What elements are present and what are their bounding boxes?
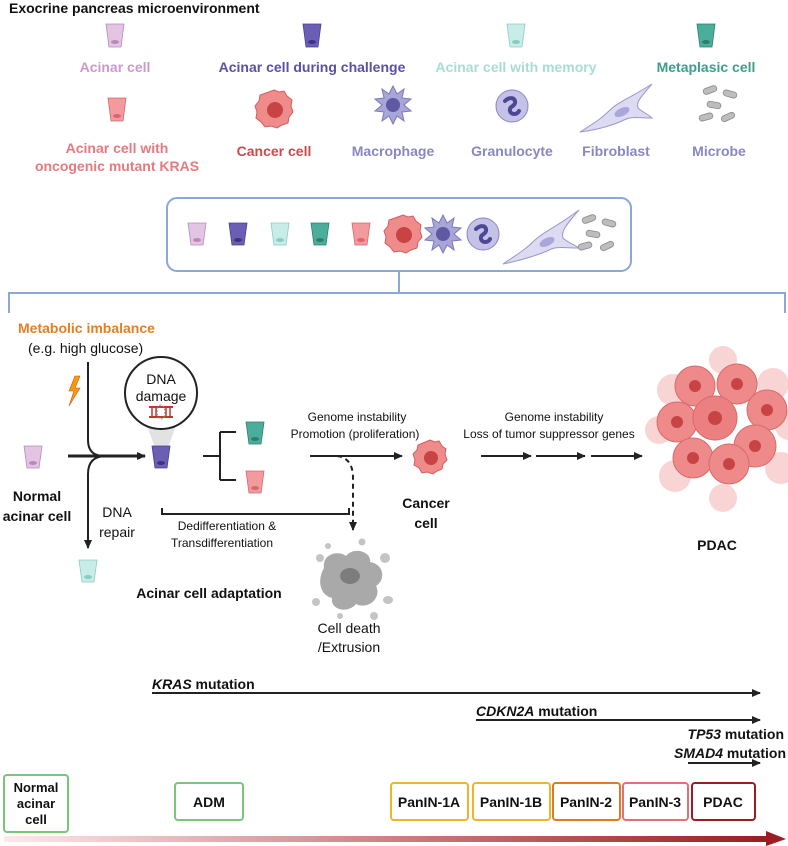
dying-cell-icon bbox=[312, 538, 393, 620]
dna-damage-label-1: DNA bbox=[146, 371, 176, 387]
progression-bar bbox=[4, 831, 786, 846]
dna-damage-label-2: damage bbox=[136, 388, 187, 404]
legend-granulocyte-icon bbox=[495, 89, 529, 123]
legend-fibroblast-icon bbox=[579, 83, 654, 133]
genome-instability-2a: Genome instability bbox=[505, 410, 604, 424]
genome-instability-1a: Genome instability bbox=[308, 410, 407, 424]
pdac-label: PDAC bbox=[697, 537, 737, 553]
dna-icon bbox=[149, 404, 173, 420]
svg-text:PanIN-3: PanIN-3 bbox=[629, 794, 681, 810]
svg-text:PDAC: PDAC bbox=[703, 794, 743, 810]
legend-fibroblast-label: Fibroblast bbox=[582, 143, 650, 159]
stage-panin-1a: PanIN-1A bbox=[390, 782, 469, 821]
legend-microbe-label: Microbe bbox=[692, 143, 746, 159]
stage-panin-3: PanIN-3 bbox=[622, 782, 689, 821]
lightning-icon bbox=[68, 375, 81, 407]
normal-acinar-label-2: acinar cell bbox=[3, 508, 72, 524]
process-cancer-cell-icon bbox=[412, 439, 448, 475]
dna-damage-bubble bbox=[124, 356, 198, 430]
dna-repair-label-1: DNA bbox=[102, 504, 132, 520]
stage-panin-1b: PanIN-1B bbox=[472, 782, 551, 821]
mutation-timeline: KRAS mutation CDKN2A mutation TP53 mutat… bbox=[152, 676, 786, 767]
legend-kras-label-2: oncogenic mutant KRAS bbox=[35, 158, 199, 174]
legend-macrophage-label: Macrophage bbox=[352, 143, 435, 159]
stage-pdac: PDAC bbox=[691, 782, 756, 821]
legend-challenge-icon bbox=[302, 23, 322, 48]
svg-text:PanIN-2: PanIN-2 bbox=[560, 794, 612, 810]
legend-memory-icon bbox=[506, 23, 526, 48]
cell-death-label-2: /Extrusion bbox=[318, 639, 380, 655]
dediff-label-1: Dedifferentiation & bbox=[178, 519, 277, 533]
cancer-cell-label-1: Cancer bbox=[402, 495, 450, 511]
stage-panin-2: PanIN-2 bbox=[552, 782, 621, 821]
stage-adm: ADM bbox=[174, 782, 244, 821]
legend-metaplasic-icon bbox=[696, 23, 716, 48]
legend-challenge-label: Acinar cell during challenge bbox=[219, 59, 406, 75]
stage-normal: Normal acinar cell bbox=[3, 774, 69, 833]
dna-repair-label-2: repair bbox=[99, 524, 135, 540]
dna-repair-arrow bbox=[84, 455, 107, 549]
svg-text:ADM: ADM bbox=[193, 794, 225, 810]
mutation-kras-label: KRAS mutation bbox=[152, 676, 255, 692]
genome-instability-2b: Loss of tumor suppressor genes bbox=[463, 427, 634, 441]
svg-text:acinar: acinar bbox=[17, 796, 55, 811]
metabolic-arrow bbox=[87, 362, 105, 457]
diagram-title: Exocrine pancreas microenvironment bbox=[9, 0, 260, 16]
legend-cancer-icon bbox=[254, 89, 294, 129]
legend-macrophage-icon bbox=[373, 84, 413, 126]
stage-row: Normal acinar cell ADM PanIN-1A PanIN-1B… bbox=[3, 774, 756, 833]
legend-cancer-label: Cancer cell bbox=[237, 143, 312, 159]
mutation-tp53-label: TP53 mutation bbox=[688, 726, 784, 742]
metabolic-imbalance-title: Metabolic imbalance bbox=[18, 320, 155, 336]
panel-bracket bbox=[8, 271, 786, 313]
mutation-cdkn2a-label: CDKN2A mutation bbox=[476, 703, 597, 719]
legend-acinar-icon bbox=[105, 23, 125, 48]
legend-kras-label-1: Acinar cell with bbox=[66, 140, 169, 156]
legend-memory-label: Acinar cell with memory bbox=[435, 59, 596, 75]
svg-text:PanIN-1A: PanIN-1A bbox=[398, 794, 460, 810]
split-bracket bbox=[203, 431, 236, 481]
pdac-tumor-icon bbox=[645, 346, 788, 512]
challenged-cell-icon bbox=[151, 445, 171, 469]
dediff-label-2: Transdifferentiation bbox=[171, 536, 273, 550]
cell-death-label-1: Cell death bbox=[317, 620, 380, 636]
legend-granulocyte-label: Granulocyte bbox=[471, 143, 553, 159]
repaired-cell-icon bbox=[78, 559, 98, 583]
legend-microbe-icon bbox=[698, 85, 738, 123]
legend-kras-icon bbox=[107, 97, 127, 122]
acinar-adaptation-label: Acinar cell adaptation bbox=[136, 585, 281, 601]
svg-text:Normal: Normal bbox=[14, 780, 59, 795]
normal-acinar-cell-icon bbox=[23, 445, 43, 469]
legend-acinar-label: Acinar cell bbox=[80, 59, 151, 75]
microenvironment-box bbox=[166, 197, 632, 272]
kras-cell-icon bbox=[245, 470, 265, 494]
svg-text:PanIN-1B: PanIN-1B bbox=[480, 794, 542, 810]
metabolic-imbalance-sub: (e.g. high glucose) bbox=[28, 340, 143, 356]
svg-text:cell: cell bbox=[25, 812, 47, 827]
metaplasic-cell-icon bbox=[245, 421, 265, 445]
legend: Acinar cell Acinar cell during challenge… bbox=[35, 23, 756, 174]
normal-acinar-label-1: Normal bbox=[13, 488, 61, 504]
mutation-smad4-label: SMAD4 mutation bbox=[674, 745, 786, 761]
adaptation-bracket bbox=[161, 508, 350, 515]
genome-instability-1b: Promotion (proliferation) bbox=[291, 427, 420, 441]
cancer-cell-label-2: cell bbox=[414, 515, 437, 531]
cell-death-arrow bbox=[336, 455, 357, 531]
legend-metaplasic-label: Metaplasic cell bbox=[657, 59, 756, 75]
process-panel: Metabolic imbalance (e.g. high glucose) … bbox=[3, 320, 788, 655]
